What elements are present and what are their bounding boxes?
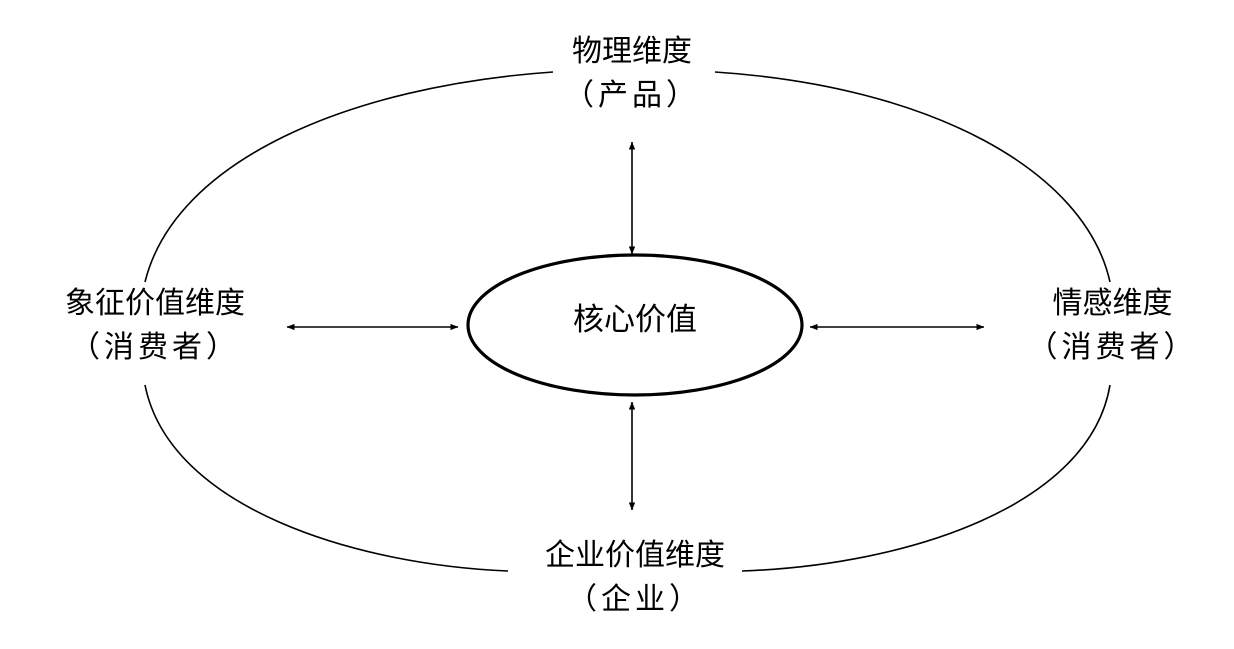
outer-arc-top-right <box>714 71 1111 283</box>
outer-arc-bottom-right <box>741 384 1111 572</box>
emotional-dimension-subtitle: （消费者） <box>1027 330 1198 365</box>
enterprise-value-dimension-title: 企业价值维度 <box>545 538 725 573</box>
symbolic-value-dimension-subtitle: （消费者） <box>70 330 240 365</box>
physical-dimension-subtitle: （产品） <box>564 78 700 113</box>
emotional-dimension-title: 情感维度 <box>1052 286 1173 321</box>
enterprise-value-dimension-subtitle: （企业） <box>567 582 703 617</box>
enterprise-value-dimension-label: 企业价值维度 （企业） <box>500 534 770 622</box>
core-value-ellipse <box>466 253 804 397</box>
physical-dimension-label: 物理维度 （产品） <box>532 30 732 118</box>
core-value-label: 核心价值 <box>573 302 697 338</box>
symbolic-value-dimension-label: 象征价值维度 （消费者） <box>20 282 290 370</box>
outer-arc-bottom-left <box>144 384 509 572</box>
symbolic-value-dimension-title: 象征价值维度 <box>65 286 245 321</box>
outer-arc-top-left <box>144 71 554 283</box>
physical-dimension-title: 物理维度 <box>572 34 692 69</box>
emotional-dimension-label: 情感维度 （消费者） <box>1005 282 1220 370</box>
